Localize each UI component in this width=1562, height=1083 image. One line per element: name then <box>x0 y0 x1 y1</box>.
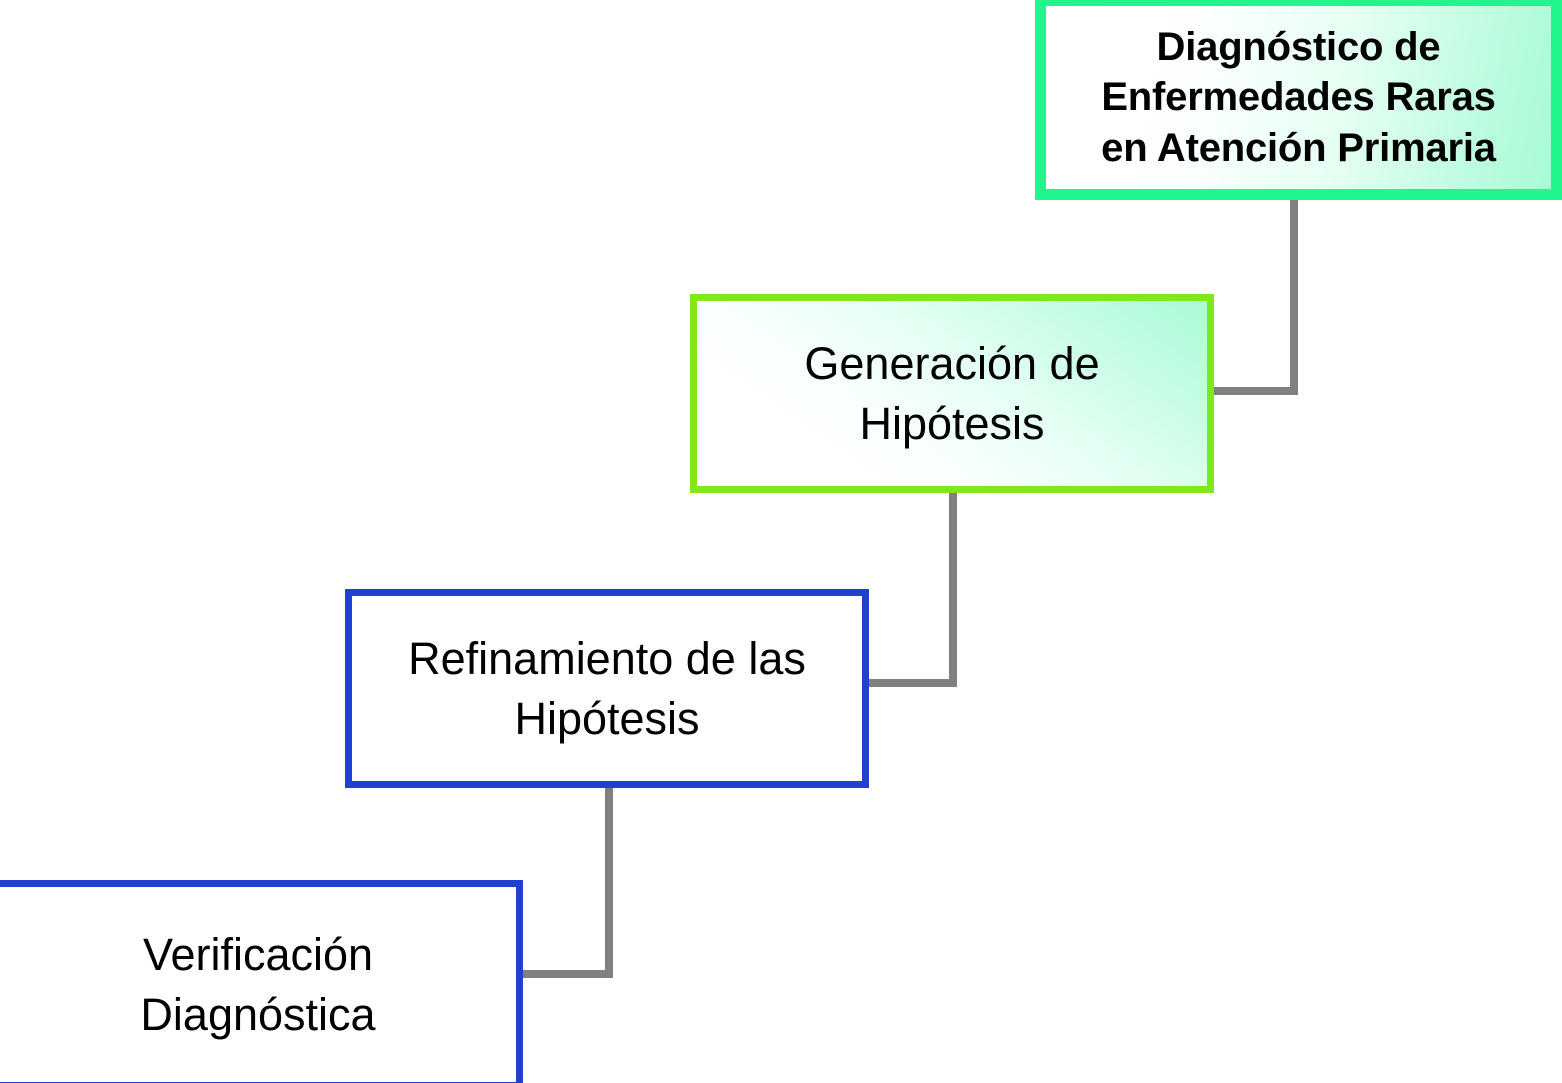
connector-2-horizontal <box>865 679 957 687</box>
node-verificacion-diagnostica[interactable]: Verificación Diagnóstica <box>0 880 523 1083</box>
node-label: Refinamiento de las Hipótesis <box>408 633 806 744</box>
node-refinamiento-de-las-hipotesis[interactable]: Refinamiento de las Hipótesis <box>345 589 869 788</box>
node-generacion-de-hipotesis[interactable]: Generación de Hipótesis <box>690 294 1214 493</box>
node-label: Verificación Diagnóstica <box>140 929 376 1040</box>
connector-2-vertical <box>949 491 957 687</box>
node-diagnostico-enfermedades-raras[interactable]: Diagnóstico de Enfermedades Raras en Ate… <box>1035 0 1562 200</box>
connector-3-horizontal <box>519 970 613 978</box>
node-label: Generación de Hipótesis <box>804 338 1100 449</box>
connector-1-vertical <box>1290 197 1298 395</box>
connector-1-horizontal <box>1209 387 1298 395</box>
connector-3-vertical <box>605 786 613 978</box>
node-label: Diagnóstico de Enfermedades Raras en Ate… <box>1101 24 1496 170</box>
